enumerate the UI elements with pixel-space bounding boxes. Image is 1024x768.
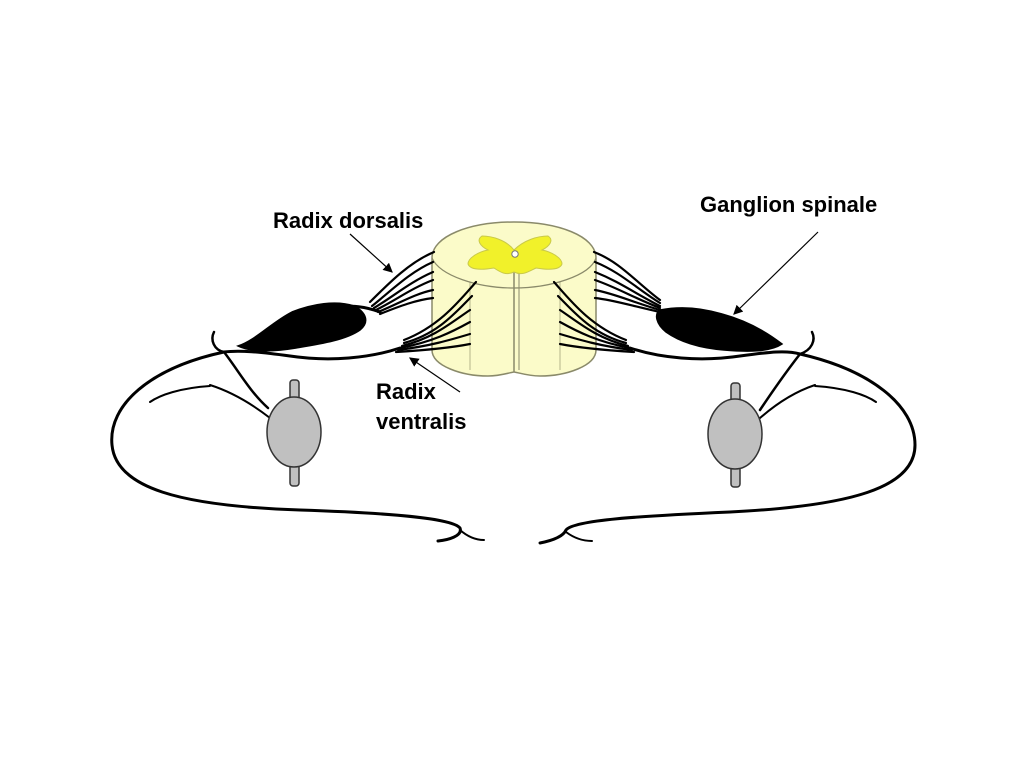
radix-ventralis-pointer xyxy=(409,357,461,393)
right-dorsal-root-ganglion xyxy=(655,307,784,352)
radix-dorsalis-pointer xyxy=(349,233,393,273)
spinal-cord xyxy=(431,221,597,377)
right-dorsal-root-filaments xyxy=(592,250,662,314)
left-spinal-nerve xyxy=(110,330,485,543)
radix-ventralis-label-line1: Radix xyxy=(376,379,436,404)
right-spinal-nerve xyxy=(538,330,917,545)
radix-dorsalis-label: Radix dorsalis xyxy=(273,208,424,233)
ganglion-spinale-label: Ganglion spinale xyxy=(700,192,878,217)
right-sympathetic-ganglion xyxy=(707,382,763,488)
left-ventral-root-filaments xyxy=(394,280,478,354)
left-dorsal-root-filaments xyxy=(368,250,436,316)
right-root-trunk xyxy=(628,346,802,361)
radix-ventralis-label: Radix ventralis xyxy=(376,377,467,437)
ganglion-spinale-pointer xyxy=(733,231,819,315)
radix-ventralis-label-line2: ventralis xyxy=(376,409,467,434)
right-ventral-root-filaments xyxy=(552,280,636,354)
left-sympathetic-ganglion xyxy=(266,379,322,487)
left-dorsal-root-ganglion xyxy=(236,302,367,352)
